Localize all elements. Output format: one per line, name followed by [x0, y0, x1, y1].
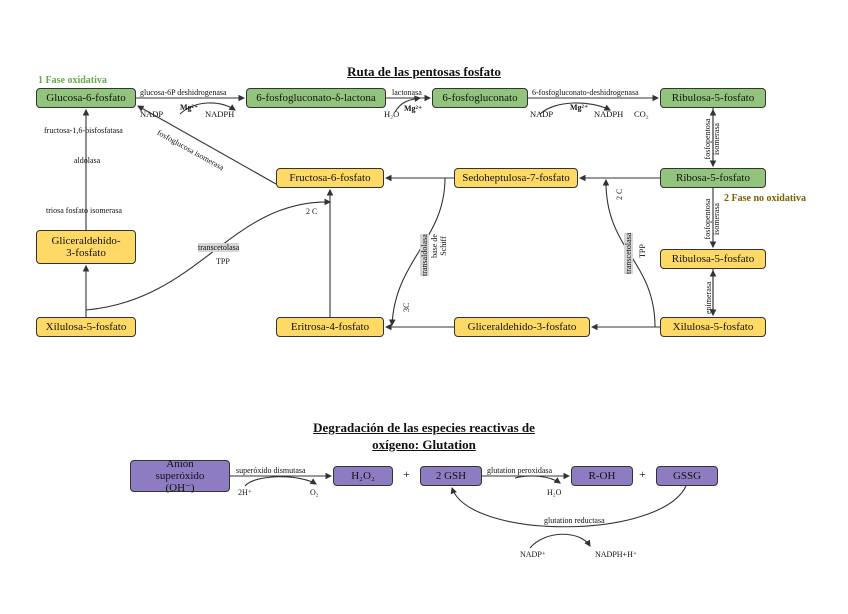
- label-nadp: NADP⁺: [520, 550, 547, 559]
- box-xilulosa-right: Xilulosa-5-fosfato: [660, 317, 766, 337]
- box-2gsh: 2 GSH: [420, 466, 482, 486]
- glutation-title-line2: oxígeno: Glutation: [372, 437, 476, 452]
- box-glucosa-6-fosfato: Glucosa-6-fosfato: [36, 88, 136, 108]
- label-g6pdh: glucosa-6P deshidrogenasa: [140, 88, 227, 97]
- label-h2o: H₂O: [384, 109, 400, 119]
- box-gliceraldehido-left: Gliceraldehído-3-fosfato: [36, 230, 136, 264]
- glutation-title-line1: Degradación de las especies reactivas de: [313, 420, 535, 435]
- label-nadph1: NADPH: [205, 109, 235, 119]
- arrow-nadp-nadph: [529, 533, 591, 549]
- label-mg2: Mg²⁺: [404, 104, 423, 113]
- label-transcetolasa-left: transcetolasa: [198, 243, 240, 252]
- label-epimerasa: epimerasa: [704, 281, 713, 314]
- box-sedoheptulosa: Sedoheptulosa-7-fosfato: [454, 168, 578, 188]
- box-anion-superoxido: Anión superóxido (OH⁻): [130, 458, 230, 494]
- label-fbpasa: fructosa-1,6-bisfosfatasa: [44, 126, 123, 135]
- label-gpx: glutation peroxidasa: [487, 466, 553, 475]
- label-2h: 2H⁺: [238, 488, 252, 497]
- box-h2o2: H₂O₂: [333, 466, 393, 486]
- label-lactonasa: lactonasa: [392, 88, 422, 97]
- label-nadph2: NADPH: [594, 109, 624, 119]
- label-3c: 3C: [402, 302, 411, 312]
- label-2c-right: 2 C: [615, 188, 624, 200]
- arrow-nadp2: [539, 102, 611, 115]
- label-isomerasa1: fosfopentosa isomerasa: [703, 118, 721, 160]
- label-mg3: Mg²⁺: [570, 103, 589, 112]
- label-nadp2: NADP: [530, 109, 554, 119]
- arrow-fructosa-g6p: [137, 105, 277, 185]
- box-ribulosa-5-fosfato: Ribulosa-5-fosfato: [660, 88, 766, 108]
- box-r-oh: R-OH: [571, 466, 633, 486]
- label-mg1: Mg²⁺: [180, 103, 199, 112]
- label-base-schiff: base de Schiff: [430, 234, 448, 258]
- box-fructosa-6-fosfato: Fructosa-6-fosfato: [276, 168, 384, 188]
- label-gr: glutation reductasa: [544, 516, 605, 525]
- label-tpp-right: TPP: [638, 244, 647, 258]
- label-2c-left: 2 C: [306, 207, 318, 216]
- arrow-nadp1: [179, 102, 236, 115]
- arrow-h2o: [394, 95, 422, 113]
- phase1-label: 1 Fase oxidativa: [38, 75, 107, 86]
- label-tpi: triosa fosfato isomerasa: [46, 206, 122, 215]
- box-xilulosa-left: Xilulosa-5-fosfato: [36, 317, 136, 337]
- label-nadp1: NADP: [140, 109, 164, 119]
- label-gpx-h2o: H₂O: [547, 488, 562, 497]
- arrow-gpx-h2o: [514, 475, 561, 484]
- arrow-transaldolasa: [388, 177, 446, 327]
- pentose-title: Ruta de las pentosas fosfato: [347, 64, 501, 79]
- label-co2: CO₂: [634, 109, 649, 119]
- box-ribulosa-5-fosfato-2: Ribulosa-5-fosfato: [660, 249, 766, 269]
- box-eritrosa: Eritrosa-4-fosfato: [276, 317, 384, 337]
- label-transcetolasa-right: transcetolasa: [624, 232, 633, 274]
- label-pgdh: 6-fosfogluconato-deshidrogenasa: [532, 88, 639, 97]
- box-ribosa-5-fosfato: Ribosa-5-fosfato: [660, 168, 766, 188]
- arrow-2h-o2: [244, 476, 317, 487]
- label-isomerasa2: fosfopentosa isomerasa: [703, 198, 721, 240]
- plus-1: +: [403, 467, 410, 481]
- box-lactona: 6-fosfogluconato-δ-lactona: [246, 88, 386, 108]
- label-sod: superóxido dismutasa: [236, 466, 306, 475]
- label-nadph: NADPH+H⁺: [595, 550, 638, 559]
- label-o2: O₂: [310, 488, 319, 497]
- box-gliceraldehido-right: Gliceraldehído-3-fosfato: [454, 317, 590, 337]
- arrow-gr: [450, 485, 687, 528]
- phase2-label: 2 Fase no oxidativa: [724, 193, 806, 204]
- box-gssg: GSSG: [656, 466, 718, 486]
- label-tpp-left: TPP: [216, 257, 230, 266]
- plus-2: +: [639, 467, 646, 481]
- label-transaldolasa: transaldolasa: [420, 234, 429, 276]
- label-aldolasa: aldolasa: [74, 156, 101, 165]
- box-6-fosfogluconato: 6-fosfogluconato: [432, 88, 528, 108]
